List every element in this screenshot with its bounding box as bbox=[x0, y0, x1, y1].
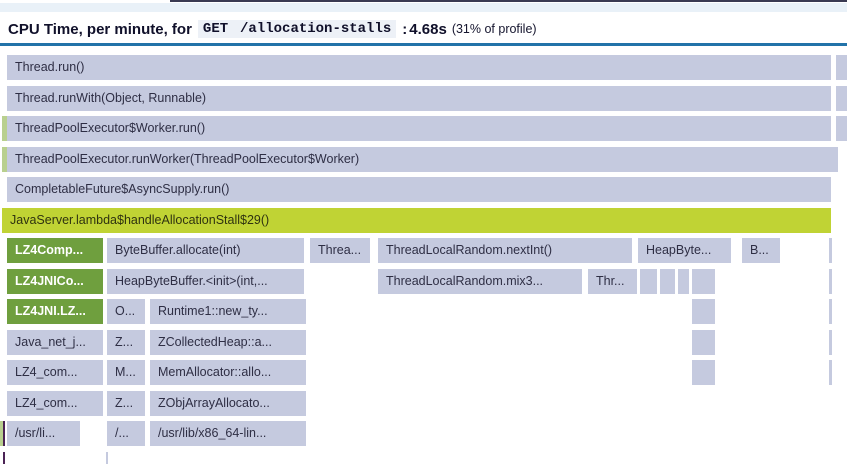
flame-frame[interactable]: JavaServer.lambda$handleAllocationStall$… bbox=[2, 208, 831, 233]
top-edge-line bbox=[170, 0, 847, 2]
flame-frame[interactable]: CompletableFuture$AsyncSupply.run() bbox=[7, 177, 831, 202]
flame-frame[interactable]: Thread.runWith(Object, Runnable) bbox=[7, 86, 831, 111]
header-divider bbox=[0, 43, 847, 46]
flame-frame[interactable]: Runtime1::new_ty... bbox=[150, 299, 306, 324]
flame-frame[interactable]: M... bbox=[107, 360, 145, 385]
flame-frame[interactable]: ThreadLocalRandom.mix3... bbox=[378, 269, 582, 294]
flame-frame[interactable]: LZ4Comp... bbox=[7, 238, 103, 263]
flame-frame[interactable]: ZCollectedHeap::a... bbox=[150, 330, 306, 355]
endpoint-chip: GET/allocation-stalls bbox=[197, 20, 397, 38]
flame-frame[interactable]: LZ4_com... bbox=[7, 391, 103, 416]
flame-frame[interactable]: ZObjArrayAllocato... bbox=[150, 391, 306, 416]
profile-percent-note: (31% of profile) bbox=[451, 22, 537, 36]
flame-frame[interactable] bbox=[692, 299, 715, 324]
flame-frame[interactable]: LZ4JNI.LZ... bbox=[7, 299, 103, 324]
flame-frame[interactable]: LZ4JNICo... bbox=[7, 269, 103, 294]
flame-frame[interactable] bbox=[836, 116, 847, 141]
flame-frame[interactable]: Z... bbox=[107, 330, 145, 355]
flame-frame[interactable] bbox=[829, 238, 832, 263]
flame-frame[interactable] bbox=[3, 452, 5, 464]
flame-frame[interactable]: MemAllocator::allo... bbox=[150, 360, 306, 385]
flame-frame[interactable] bbox=[692, 269, 715, 294]
flame-frame[interactable] bbox=[2, 147, 7, 172]
flame-frame[interactable]: Thread.run() bbox=[7, 55, 831, 80]
flame-frame[interactable]: B... bbox=[742, 238, 780, 263]
flame-frame[interactable] bbox=[829, 330, 832, 355]
flame-frame[interactable]: Threa... bbox=[310, 238, 370, 263]
top-partial-element bbox=[0, 3, 847, 12]
flame-frame[interactable]: /usr/li... bbox=[7, 421, 80, 446]
flame-frame[interactable] bbox=[660, 269, 675, 294]
flame-frame[interactable] bbox=[836, 55, 847, 80]
flame-frame[interactable] bbox=[829, 269, 832, 294]
flame-frame[interactable]: O... bbox=[107, 299, 145, 324]
flame-frame[interactable] bbox=[829, 299, 832, 324]
flame-frame[interactable]: ThreadPoolExecutor.runWorker(ThreadPoolE… bbox=[7, 147, 838, 172]
flame-frame[interactable]: ByteBuffer.allocate(int) bbox=[107, 238, 304, 263]
flame-frame[interactable]: Java_net_j... bbox=[7, 330, 103, 355]
flame-frame[interactable]: /usr/lib/x86_64-lin... bbox=[150, 421, 306, 446]
flame-frame[interactable] bbox=[640, 269, 657, 294]
flame-frame[interactable] bbox=[0, 421, 3, 446]
flame-frame[interactable]: ThreadPoolExecutor$Worker.run() bbox=[7, 116, 831, 141]
title-separator: : bbox=[402, 20, 408, 38]
flame-frame[interactable] bbox=[692, 330, 715, 355]
flamegraph-header: CPU Time, per minute, for GET/allocation… bbox=[8, 17, 838, 41]
flame-frame[interactable] bbox=[2, 116, 7, 141]
flame-frame[interactable] bbox=[3, 421, 5, 446]
flame-frame[interactable]: LZ4_com... bbox=[7, 360, 103, 385]
endpoint-path: /allocation-stalls bbox=[240, 21, 392, 37]
flame-frame[interactable]: ThreadLocalRandom.nextInt() bbox=[378, 238, 632, 263]
flame-frame[interactable] bbox=[829, 360, 832, 385]
total-cpu-time: 4.68s bbox=[409, 20, 447, 38]
flame-frame[interactable]: Z... bbox=[107, 391, 145, 416]
flame-frame[interactable]: HeapByteBuffer.<init>(int,... bbox=[107, 269, 304, 294]
chart-title-prefix: CPU Time, per minute, for bbox=[8, 20, 192, 38]
flame-frame[interactable]: Thr... bbox=[588, 269, 637, 294]
flame-frame[interactable] bbox=[836, 86, 847, 111]
flame-frame[interactable]: /... bbox=[107, 421, 145, 446]
flame-frame[interactable] bbox=[692, 360, 715, 385]
flame-frame[interactable]: HeapByte... bbox=[638, 238, 731, 263]
http-method: GET bbox=[202, 21, 229, 37]
flame-frame[interactable] bbox=[106, 452, 108, 464]
flame-frame[interactable] bbox=[678, 269, 689, 294]
